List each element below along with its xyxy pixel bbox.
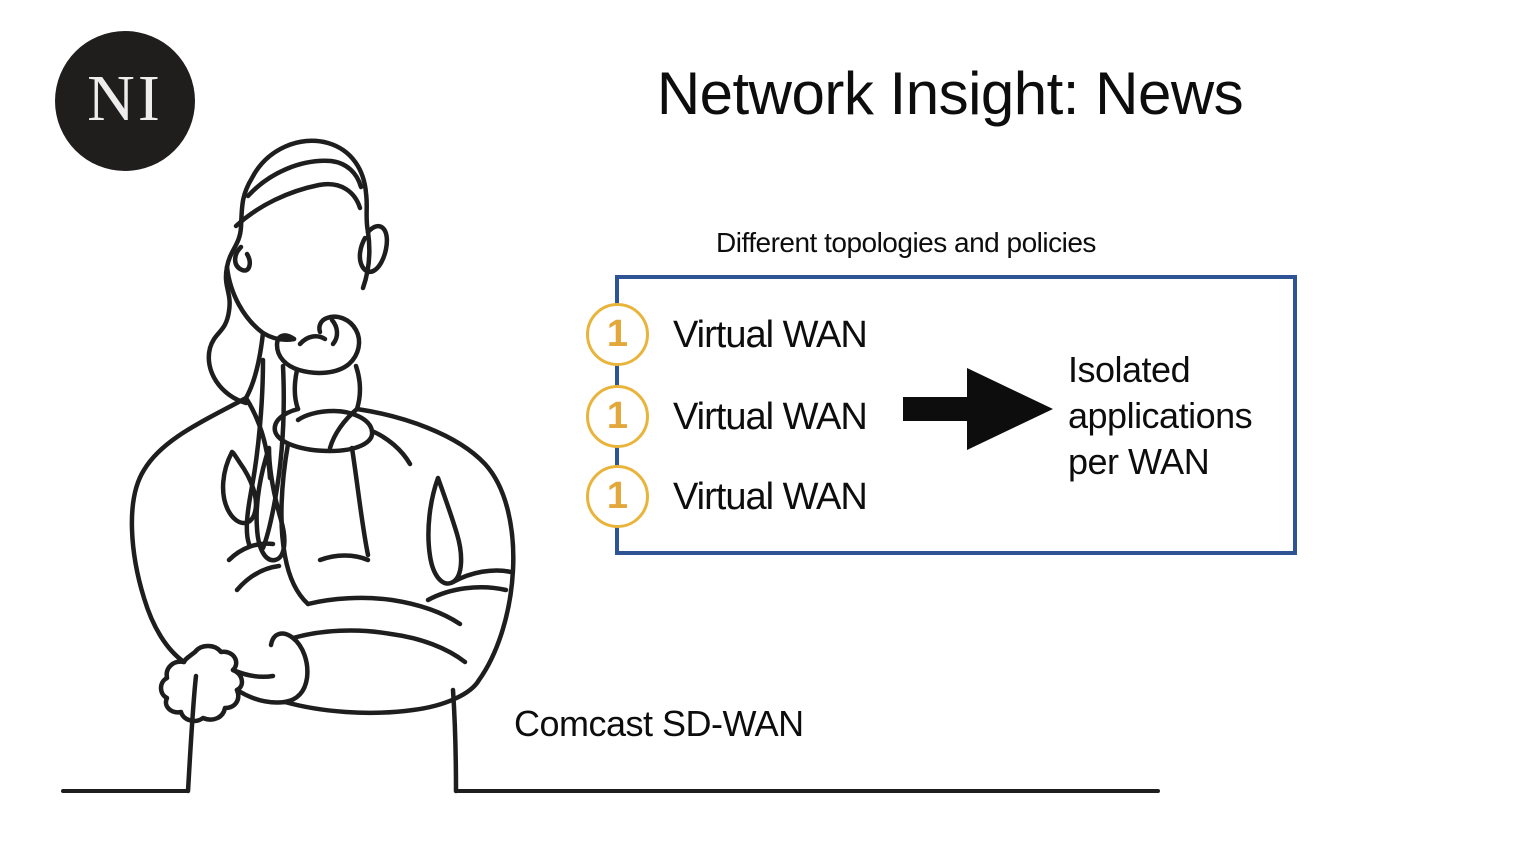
wan-badge-2: 1 [586,385,649,448]
page-title: Network Insight: News [656,60,1244,127]
result-text: Isolated applications per WAN [1068,349,1253,482]
wan-badge-3: 1 [586,465,649,528]
right-arrow-icon [903,368,1053,450]
ni-logo-text: NI [87,62,163,135]
wan-label-3: Virtual WAN [673,476,868,518]
wan-badge-1-number: 1 [606,313,629,355]
diagram-caption: Different topologies and policies [716,227,1096,258]
wan-label-2: Virtual WAN [673,396,868,438]
wan-badge-1: 1 [586,303,649,366]
wan-label-1: Virtual WAN [673,314,868,356]
right-arrow-shape [903,368,1053,450]
product-label: Comcast SD-WAN [514,703,804,744]
ni-logo: NI [55,31,195,171]
wan-badge-2-number: 1 [606,395,629,437]
wan-badge-3-number: 1 [606,475,629,517]
